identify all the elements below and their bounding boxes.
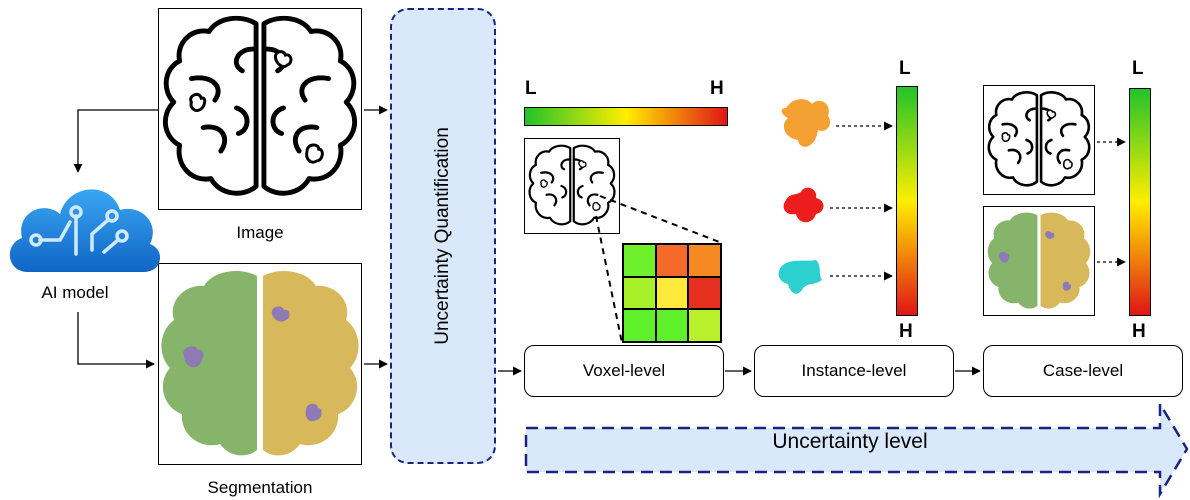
uncertainty-level-arrow bbox=[524, 399, 1189, 499]
voxel-brain-icon bbox=[528, 144, 616, 226]
ai-model-label: AI model bbox=[41, 283, 109, 302]
voxel-cell bbox=[623, 244, 656, 277]
scale-high-label-case: H bbox=[1132, 321, 1146, 342]
stage-case-level: Case-level bbox=[983, 345, 1183, 397]
brain-outline-icon bbox=[165, 18, 354, 193]
voxel-grid bbox=[622, 243, 722, 343]
zoom-line-top bbox=[599, 195, 723, 244]
scale-high-label-instance: H bbox=[899, 321, 913, 342]
scale-low-label-instance: L bbox=[899, 58, 911, 79]
scale-high-label-voxel: H bbox=[710, 78, 724, 99]
voxel-cell bbox=[623, 276, 656, 310]
brain-segmentation-icon bbox=[161, 271, 359, 456]
instance-blob-red-icon bbox=[783, 187, 824, 223]
voxel-cell bbox=[688, 276, 721, 310]
stage-voxel-level: Voxel-level bbox=[524, 345, 724, 397]
instance-blob-orange-icon bbox=[781, 99, 831, 147]
instance-blob-cyan-icon bbox=[778, 260, 822, 294]
case-segmentation-icon bbox=[987, 212, 1091, 309]
connector-image-to-ai bbox=[73, 109, 158, 173]
voxel-cell bbox=[655, 244, 689, 277]
instance-uncertainty-scale bbox=[896, 86, 918, 316]
voxel-cell bbox=[623, 309, 656, 342]
uncertainty-level-label: Uncertainty level bbox=[772, 430, 928, 453]
case-image-panel bbox=[983, 85, 1095, 195]
uncertainty-quantification-box: Uncertainty Quantification bbox=[390, 8, 496, 464]
case-uncertainty-scale bbox=[1129, 88, 1151, 316]
zoom-line-bottom bbox=[595, 215, 623, 344]
segmentation-label: Segmentation bbox=[207, 478, 313, 497]
voxel-uncertainty-scale bbox=[524, 107, 728, 126]
ai-model-cloud-icon bbox=[9, 189, 161, 272]
voxel-cell bbox=[655, 309, 689, 342]
voxel-cell bbox=[688, 309, 721, 342]
voxel-cell bbox=[688, 244, 721, 277]
image-label: Image bbox=[236, 223, 284, 242]
connector-ai-to-segmentation bbox=[77, 312, 155, 369]
voxel-cell bbox=[655, 276, 689, 310]
scale-low-label-voxel: L bbox=[525, 78, 537, 99]
scale-low-label-case: L bbox=[1132, 58, 1144, 79]
stage-instance-level: Instance-level bbox=[754, 345, 954, 397]
case-brain-icon bbox=[987, 91, 1091, 187]
